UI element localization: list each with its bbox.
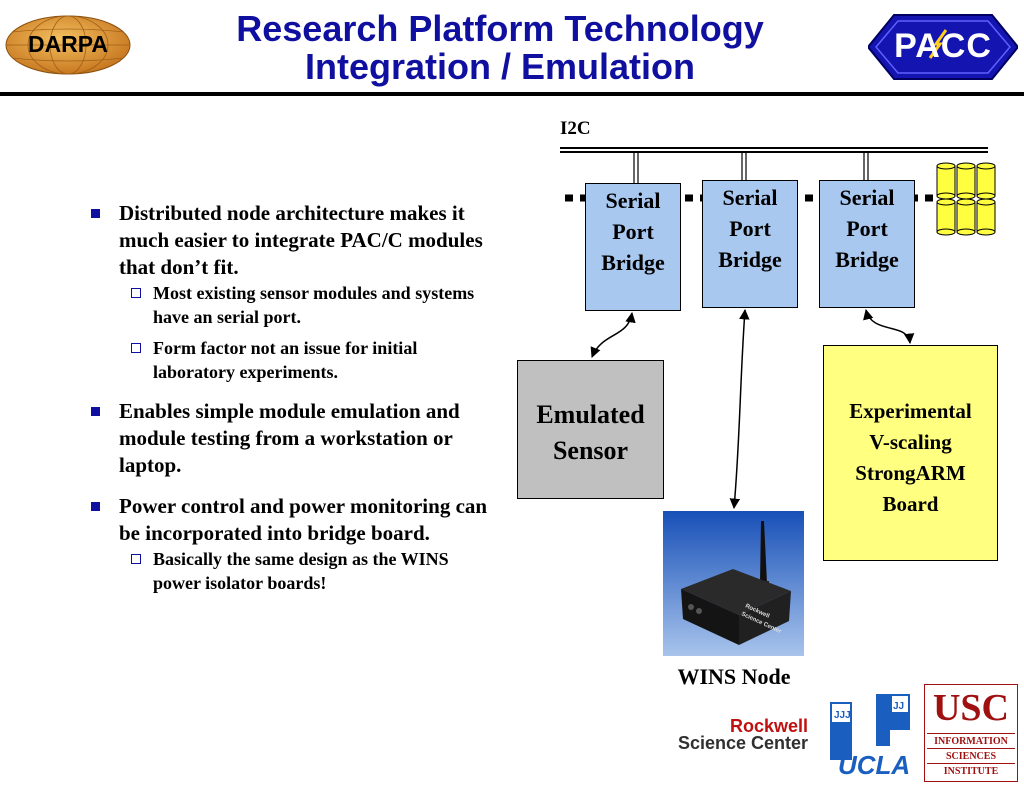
page-title: Research Platform Technology Integration… [150, 10, 850, 86]
serial-port-bridge-3: Serial Port Bridge [819, 180, 915, 308]
bullet-item: Distributed node architecture makes it m… [88, 200, 498, 384]
hollow-square-bullet-icon [131, 343, 141, 353]
pacc-logo-text: PACC [894, 27, 992, 65]
serial-port-bridge-1: Serial Port Bridge [585, 183, 681, 311]
bullet-text: Distributed node architecture makes it m… [119, 201, 483, 279]
rockwell-logo: Rockwell Science Center [638, 716, 810, 756]
bullet-item: Power control and power monitoring can b… [88, 493, 498, 595]
rockwell-logo-line-1: Rockwell [729, 716, 808, 736]
ucla-logo-icon: JJJ JJ UCLA [830, 694, 910, 780]
hollow-square-bullet-icon [131, 288, 141, 298]
rockwell-logo-line-2: Science Center [677, 733, 808, 753]
strongarm-board-box: Experimental V-scaling StrongARM Board [823, 345, 998, 561]
sub-bullet-text: Form factor not an issue for initial lab… [153, 338, 418, 382]
square-bullet-icon [91, 407, 100, 416]
board-label-line: V-scaling [869, 430, 952, 454]
usc-isi-logo: USC INFORMATION SCIENCES INSTITUTE [924, 684, 1018, 782]
strongarm-board-label: Experimental V-scaling StrongARM Board [824, 346, 997, 520]
bullet-item: Enables simple module emulation and modu… [88, 398, 498, 479]
bullet-list: Distributed node architecture makes it m… [88, 200, 498, 609]
wins-node-device-icon: Rockwell Science Center [663, 511, 804, 656]
wins-node-photo: Rockwell Science Center [663, 511, 804, 656]
bridge-label-line: Port [612, 219, 654, 244]
sub-bullet-item: Form factor not an issue for initial lab… [119, 336, 498, 384]
svg-text:JJJ: JJJ [834, 710, 851, 721]
bridge-label: Serial Port Bridge [820, 181, 914, 275]
bridge-label: Serial Port Bridge [703, 181, 797, 275]
bridge-label-line: Bridge [835, 247, 899, 272]
darpa-globe-icon [5, 15, 131, 75]
board-label-line: Experimental [849, 399, 972, 423]
page-title-line-1: Research Platform Technology [236, 8, 764, 49]
ucla-logo-text: UCLA [838, 750, 910, 780]
arrow-bridge1-to-sensor [590, 311, 636, 358]
square-bullet-icon [91, 209, 100, 218]
bridge-label-line: Port [729, 216, 771, 241]
arrow-bridge2-to-wins [729, 308, 750, 510]
ucla-logo: JJJ JJ UCLA [826, 690, 916, 780]
bridge-label-line: Serial [839, 185, 895, 210]
svg-text:JJ: JJ [893, 701, 904, 712]
hollow-square-bullet-icon [131, 554, 141, 564]
page-title-line-2: Integration / Emulation [304, 46, 695, 87]
sub-bullet-text: Most existing sensor modules and systems… [153, 283, 475, 327]
usc-logo-subtext: INFORMATION [927, 733, 1015, 748]
usc-logo-text: USC [932, 687, 1010, 729]
sensor-label-line: Emulated [536, 400, 645, 429]
wins-node-label: WINS Node [677, 664, 791, 689]
bus-drop-lines [633, 152, 869, 183]
sensor-label-line: Sensor [552, 436, 629, 465]
bridge-label-line: Serial [605, 188, 661, 213]
bullet-text: Enables simple module emulation and modu… [119, 399, 460, 477]
pacc-diamond-icon [866, 14, 1020, 80]
bridge-label: Serial Port Bridge [586, 184, 680, 278]
square-bullet-icon [91, 502, 100, 511]
arrow-bridge3-to-board [863, 308, 915, 345]
i2c-bus [560, 147, 988, 153]
board-label-line: Board [882, 492, 939, 516]
bridge-label-line: Bridge [601, 250, 665, 275]
i2c-bus-label: I2C [560, 118, 591, 139]
sub-bullet-text: Basically the same design as the WINS po… [153, 549, 449, 593]
sub-bullet-item: Most existing sensor modules and systems… [119, 281, 498, 329]
board-label-line: StrongARM [855, 461, 966, 485]
battery-stack-icon [936, 162, 996, 236]
usc-logo-subtext: INSTITUTE [927, 763, 1015, 778]
bullet-text: Power control and power monitoring can b… [119, 494, 488, 545]
emulated-sensor-box: Emulated Sensor [517, 360, 664, 499]
darpa-logo: DARPA [4, 14, 132, 76]
pacc-logo: PACC [866, 14, 1020, 80]
serial-port-bridge-2: Serial Port Bridge [702, 180, 798, 308]
bridge-label-line: Bridge [718, 247, 782, 272]
title-divider [0, 92, 1024, 96]
bridge-label-line: Serial [722, 185, 778, 210]
sub-bullet-item: Basically the same design as the WINS po… [119, 547, 498, 595]
usc-logo-subtext: SCIENCES [927, 748, 1015, 763]
bridge-label-line: Port [846, 216, 888, 241]
emulated-sensor-label: Emulated Sensor [518, 361, 663, 469]
darpa-logo-text: DARPA [27, 31, 109, 57]
